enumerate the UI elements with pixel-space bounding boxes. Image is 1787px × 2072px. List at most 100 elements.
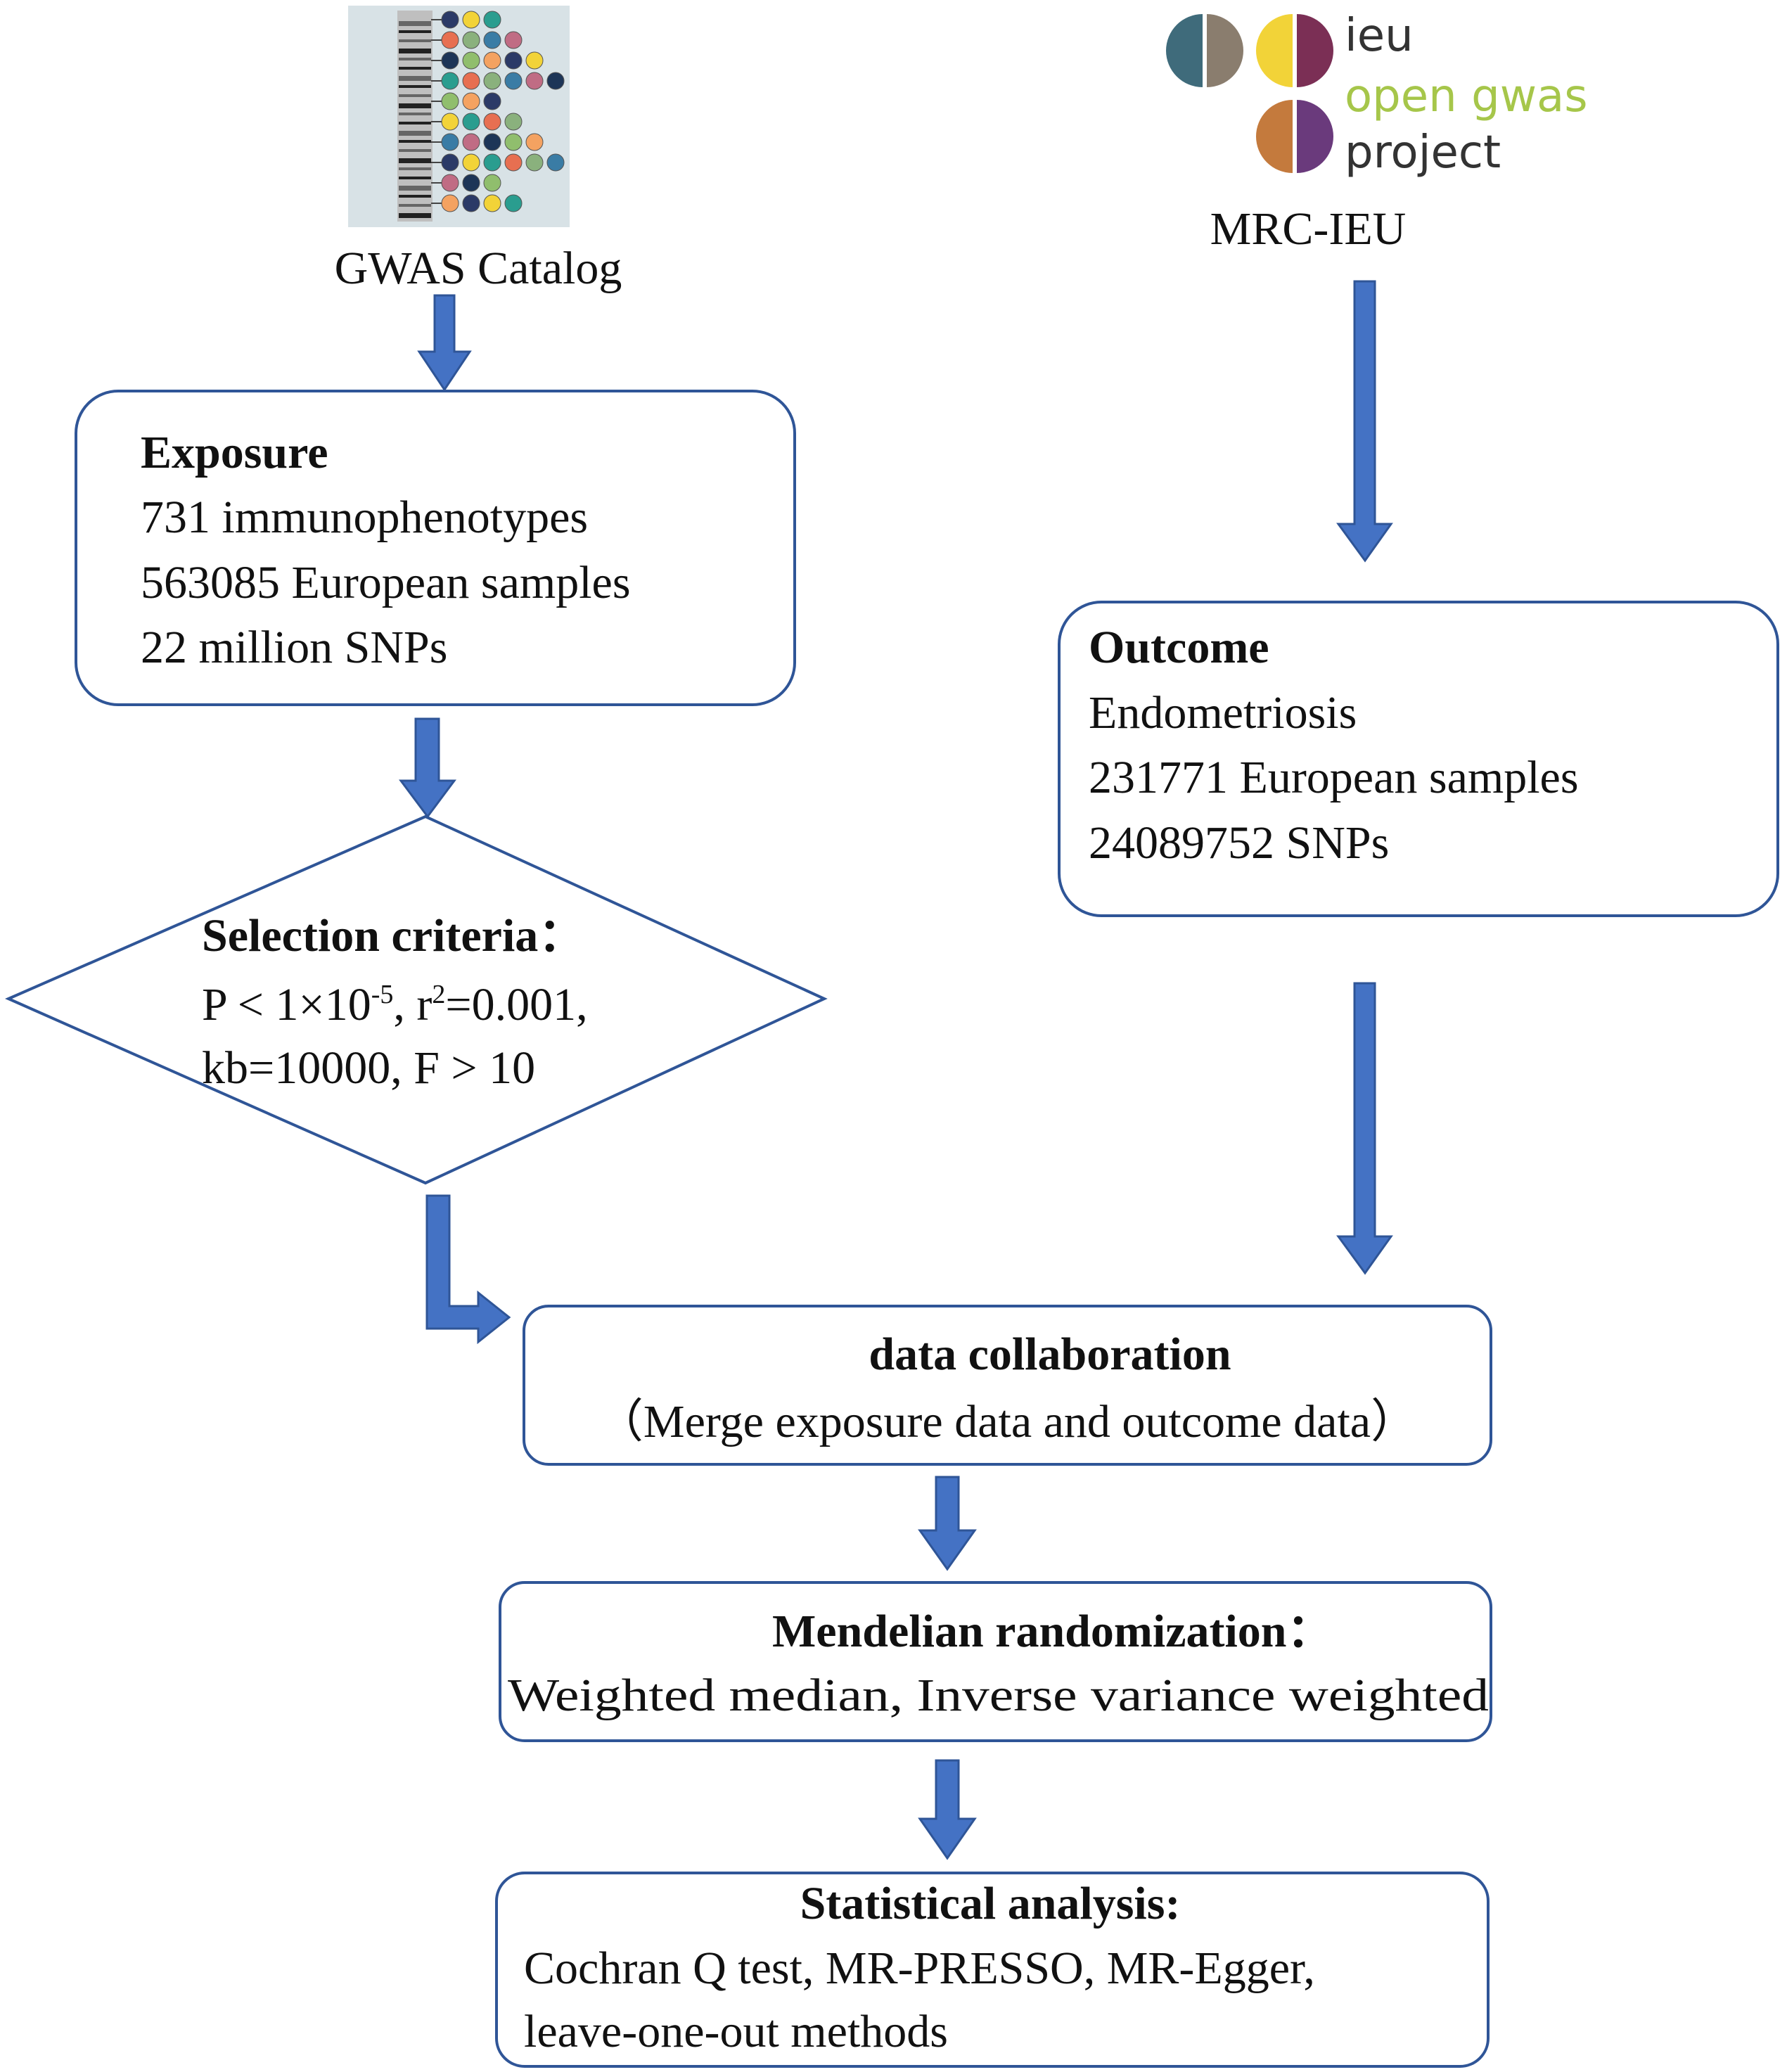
gwas-logo-dot bbox=[483, 133, 501, 151]
chromosome-band bbox=[399, 158, 431, 163]
ieu-logo-line2: open gwas bbox=[1345, 70, 1588, 122]
chromosome-band bbox=[399, 186, 431, 191]
selection-criteria-diamond bbox=[5, 814, 828, 1185]
gwas-logo-dot bbox=[504, 113, 523, 131]
selection-criteria-title: Selection criteria： bbox=[202, 910, 584, 961]
data-collaboration-subtitle: （Merge exposure data and outcome data） bbox=[597, 1396, 1417, 1447]
gwas-logo-dot bbox=[483, 113, 501, 131]
chromosome-band bbox=[399, 195, 431, 198]
mendelian-randomization-title: Mendelian randomization： bbox=[772, 1606, 1333, 1657]
chromosome-band bbox=[399, 39, 431, 42]
gwas-logo-dot bbox=[441, 153, 459, 172]
chromosome-band bbox=[399, 149, 431, 152]
outcome-box bbox=[1058, 601, 1779, 917]
chromosome-band bbox=[399, 131, 431, 136]
gwas-logo-dot bbox=[504, 51, 523, 70]
gwas-logo-dot bbox=[504, 72, 523, 90]
gwas-catalog-logo-icon bbox=[348, 6, 570, 227]
chromosome-band bbox=[399, 94, 431, 97]
mendelian-randomization-box bbox=[499, 1581, 1492, 1742]
chromosome-band bbox=[399, 122, 431, 124]
gwas-logo-dot bbox=[441, 113, 459, 131]
chromosome-band bbox=[399, 113, 431, 115]
outcome-line-samples: 231771 European samples bbox=[1089, 752, 1579, 803]
data-collaboration-title: data collaboration bbox=[869, 1329, 1231, 1380]
arrow-mendelian-to-statistical bbox=[918, 1759, 977, 1860]
gwas-logo-dot bbox=[483, 92, 501, 110]
chromosome-band bbox=[399, 30, 431, 33]
ieu-open-gwas-logo-icon bbox=[1166, 14, 1333, 173]
ieu-logo-line1: ieu bbox=[1345, 10, 1414, 62]
gwas-logo-dot bbox=[462, 194, 480, 212]
gwas-logo-dot bbox=[525, 51, 544, 70]
chromosome-band bbox=[399, 67, 431, 70]
exposure-line-phenotypes: 731 immunophenotypes bbox=[141, 492, 588, 543]
chromosome-band bbox=[399, 204, 431, 207]
gwas-logo-dot bbox=[462, 174, 480, 192]
gwas-logo-dot bbox=[441, 31, 459, 49]
chromosome-band bbox=[399, 140, 431, 143]
chromosome-band bbox=[399, 85, 431, 88]
statistical-analysis-title: Statistical analysis: bbox=[800, 1878, 1181, 1929]
arrow-gwas-to-exposure bbox=[417, 294, 472, 392]
gwas-logo-dot bbox=[483, 194, 501, 212]
gwas-logo-dot bbox=[504, 31, 523, 49]
chromosome-band bbox=[399, 213, 431, 218]
gwas-logo-dot bbox=[483, 51, 501, 70]
selection-r-exponent: 2 bbox=[432, 980, 445, 1009]
gwas-logo-dot bbox=[483, 72, 501, 90]
statistical-analysis-line1: Cochran Q test, MR-PRESSO, MR-Egger, bbox=[524, 1943, 1315, 1994]
gwas-logo-dot bbox=[483, 174, 501, 192]
mrc-ieu-label: MRC-IEU bbox=[1210, 203, 1407, 255]
arrow-mrcieu-to-outcome bbox=[1336, 280, 1393, 563]
gwas-logo-dot bbox=[441, 72, 459, 90]
gwas-logo-dot bbox=[525, 153, 544, 172]
chromosome-band bbox=[399, 21, 431, 26]
gwas-logo-dot bbox=[441, 174, 459, 192]
exposure-box bbox=[75, 390, 796, 706]
arrow-collaboration-to-mendelian bbox=[918, 1476, 977, 1571]
selection-r-prefix: , r bbox=[393, 979, 432, 1030]
ieu-logo-line3: project bbox=[1345, 127, 1501, 179]
gwas-logo-dot bbox=[462, 31, 480, 49]
chromosome-band bbox=[399, 76, 431, 81]
outcome-line-disease: Endometriosis bbox=[1089, 687, 1357, 738]
gwas-logo-dot bbox=[441, 133, 459, 151]
gwas-logo-dot bbox=[441, 51, 459, 70]
gwas-logo-dot bbox=[525, 133, 544, 151]
gwas-logo-dot bbox=[504, 194, 523, 212]
exposure-title: Exposure bbox=[141, 427, 328, 478]
selection-criteria-line2: kb=10000, F > 10 bbox=[202, 1042, 535, 1094]
gwas-logo-dot bbox=[504, 153, 523, 172]
gwas-logo-dot bbox=[462, 113, 480, 131]
chromosome-band bbox=[399, 167, 431, 170]
arrow-selection-to-collaboration bbox=[425, 1194, 511, 1345]
gwas-logo-dot bbox=[441, 11, 459, 29]
arrow-outcome-to-collaboration bbox=[1336, 982, 1393, 1275]
statistical-analysis-line2: leave-one-out methods bbox=[524, 2006, 948, 2057]
selection-criteria-line1: P < 1×10-5, r2=0.001, bbox=[202, 979, 588, 1030]
gwas-logo-dot bbox=[462, 51, 480, 70]
data-collaboration-box bbox=[523, 1305, 1492, 1466]
chromosome-band bbox=[399, 177, 431, 179]
selection-p-threshold: P < 1×10 bbox=[202, 979, 371, 1030]
gwas-logo-dot bbox=[441, 194, 459, 212]
gwas-logo-dot bbox=[462, 72, 480, 90]
gwas-logo-dot bbox=[483, 11, 501, 29]
gwas-logo-dot bbox=[483, 153, 501, 172]
gwas-catalog-label: GWAS Catalog bbox=[335, 243, 622, 294]
chromosome-band bbox=[399, 58, 431, 60]
exposure-line-snps: 22 million SNPs bbox=[141, 622, 447, 673]
gwas-logo-dot bbox=[462, 153, 480, 172]
mendelian-randomization-methods: Weighted median, Inverse variance weight… bbox=[508, 1670, 1489, 1721]
gwas-logo-dot bbox=[546, 153, 565, 172]
gwas-logo-dot bbox=[462, 133, 480, 151]
selection-r-value: =0.001, bbox=[445, 979, 587, 1030]
gwas-logo-dot bbox=[525, 72, 544, 90]
gwas-logo-dot bbox=[462, 92, 480, 110]
gwas-logo-dot bbox=[504, 133, 523, 151]
gwas-logo-dot bbox=[462, 11, 480, 29]
outcome-title: Outcome bbox=[1089, 622, 1269, 673]
chromosome-band bbox=[399, 103, 431, 108]
